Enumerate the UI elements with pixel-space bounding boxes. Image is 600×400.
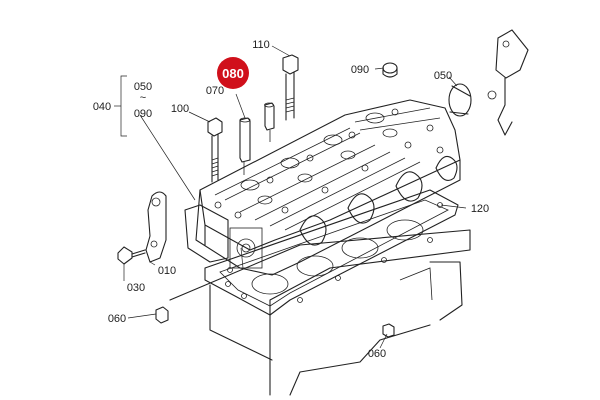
bracket-tilde: ~	[140, 92, 146, 104]
callout-060-bottom[interactable]: 060	[368, 348, 386, 360]
callout-120[interactable]: 120	[471, 203, 489, 215]
callout-040[interactable]: 040	[93, 101, 111, 113]
leader-lines	[123, 45, 467, 349]
right-components	[382, 29, 529, 136]
fittings-060	[155, 306, 395, 338]
callout-090-top[interactable]: 090	[351, 64, 369, 76]
callout-030[interactable]: 030	[127, 282, 145, 294]
head-bolts	[207, 54, 299, 183]
callout-100[interactable]: 100	[171, 103, 189, 115]
callout-050-group[interactable]: 050	[134, 81, 152, 93]
callout-090-group[interactable]: 090	[134, 108, 152, 120]
head-gasket	[204, 189, 459, 316]
callout-110[interactable]: 110	[252, 39, 270, 51]
callout-070[interactable]: 070	[206, 85, 224, 97]
callout-010[interactable]: 010	[158, 265, 176, 277]
lifting-bracket	[117, 191, 167, 265]
cylinder-head	[184, 99, 461, 276]
callout-050-right[interactable]: 050	[434, 70, 452, 82]
engine-block	[169, 229, 471, 396]
highlight-marker	[217, 57, 249, 89]
callout-060-left[interactable]: 060	[108, 313, 126, 325]
callout-080[interactable]: 080	[222, 66, 244, 81]
group-bracket: ~	[114, 75, 146, 137]
